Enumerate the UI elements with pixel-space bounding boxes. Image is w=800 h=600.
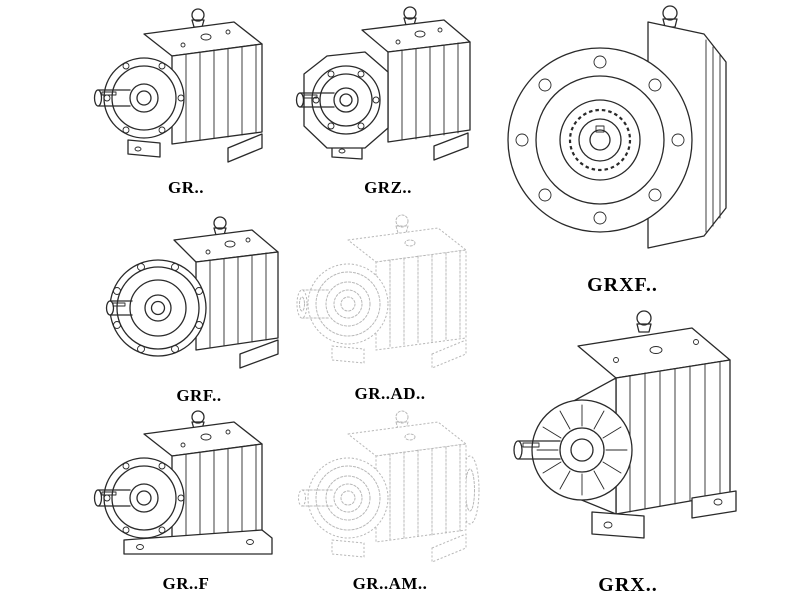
input-shaft <box>93 89 131 107</box>
lifting-eye <box>662 5 678 28</box>
label-grx: GRX.. <box>598 574 658 596</box>
figure-gr: GR.. <box>88 4 284 198</box>
mounting-feet <box>127 133 263 163</box>
mounting-flange <box>507 47 693 233</box>
label-grf: GRF.. <box>176 386 222 405</box>
mounting-feet <box>331 339 467 369</box>
label-gr-ad: GR..AD.. <box>354 384 426 403</box>
housing-body <box>361 19 471 143</box>
gearbox-drawing-grxf <box>507 5 727 249</box>
label-gr-am: GR..AM.. <box>352 574 428 593</box>
gearbox-drawing-grf <box>105 216 279 369</box>
mounting-base <box>123 529 273 555</box>
gearbox-drawing-gr-am <box>298 410 480 563</box>
front-housing <box>307 457 389 539</box>
gearbox-drawing-grz <box>295 6 471 161</box>
figure-grf: GRF.. <box>96 212 302 406</box>
input-adapter <box>296 289 331 319</box>
housing-body <box>347 227 467 351</box>
lifting-eye <box>395 214 409 234</box>
label-grxf: GRXF.. <box>587 274 658 296</box>
front-housing <box>103 457 185 539</box>
label-gr: GR.. <box>168 178 204 197</box>
lifting-eye <box>636 310 652 333</box>
figure-gr-am: GR..AM.. <box>292 408 488 594</box>
figure-gr-f: GR..F <box>88 408 284 594</box>
housing-body <box>173 229 279 351</box>
gearbox-drawing-gr-ad <box>296 214 467 369</box>
lifting-eye <box>191 8 205 28</box>
mounting-feet <box>239 339 279 369</box>
figure-grz: GRZ.. <box>292 4 484 198</box>
figure-gr-ad: GR..AD.. <box>292 210 488 404</box>
figure-grxf: GRXF.. <box>500 0 745 297</box>
front-housing <box>103 57 185 139</box>
input-shaft <box>93 489 131 507</box>
input-shaft <box>295 92 335 108</box>
output-hub <box>559 99 641 181</box>
lifting-eye <box>213 216 227 236</box>
front-housing <box>307 263 389 345</box>
gearbox-drawing-grx <box>513 310 737 539</box>
label-grz: GRZ.. <box>364 178 412 197</box>
lifting-eye <box>395 410 409 430</box>
housing-body <box>347 421 467 543</box>
mounting-feet <box>331 533 467 563</box>
label-gr-f: GR..F <box>162 574 210 593</box>
input-shaft <box>513 440 561 460</box>
input-shaft <box>105 300 133 316</box>
front-housing <box>303 51 389 149</box>
figure-grx: GRX.. <box>496 298 760 597</box>
housing-body <box>143 21 263 145</box>
mounting-feet <box>591 490 737 539</box>
input-shaft <box>298 489 335 507</box>
mounting-flange <box>109 259 207 357</box>
housing-body <box>143 421 263 543</box>
lifting-eye <box>403 6 417 26</box>
input-boss <box>531 399 633 501</box>
gearbox-drawing-gr <box>93 8 263 163</box>
gearbox-drawing-gr-f <box>93 410 273 555</box>
